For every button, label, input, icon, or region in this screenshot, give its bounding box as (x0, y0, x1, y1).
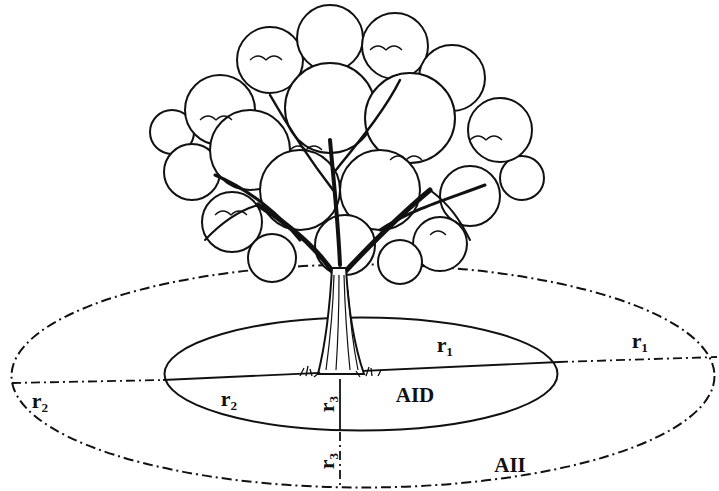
outer-radius-line (12, 380, 163, 383)
radius-label: r₁ (632, 330, 648, 352)
radius-label: r₂ (221, 388, 237, 410)
inner-zone-ellipse-outline (163, 316, 559, 432)
inner-radius-line (339, 379, 341, 431)
radius-label: r₃ (316, 453, 338, 469)
radius-label: r₁ (437, 334, 453, 356)
zone-label: AII (494, 455, 526, 476)
outer-radius-line (559, 357, 717, 362)
inner-zone-ellipse: AID (163, 316, 559, 432)
radius-label: r₃ (316, 396, 338, 412)
outer-zone-ellipse-outline (10, 263, 716, 489)
radius-label: r₂ (32, 390, 48, 412)
outer-zone-ellipse: AII AID (10, 263, 716, 489)
outer-radius-line (339, 432, 341, 489)
zone-label: AID (396, 385, 435, 406)
